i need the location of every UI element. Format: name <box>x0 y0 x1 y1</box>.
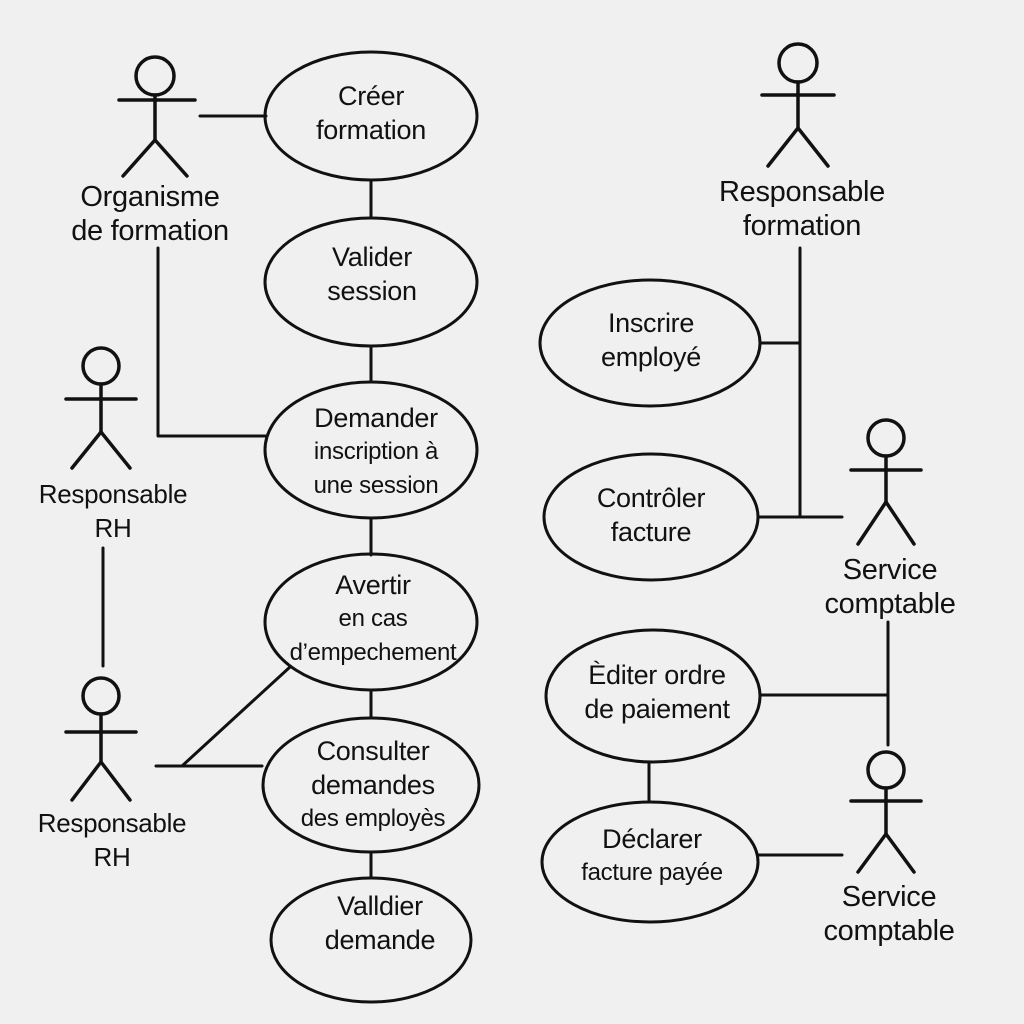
link-rh-bottom-avertir <box>180 665 292 768</box>
use-case-editer-ordre-label: Èditer ordre de paiement <box>584 658 730 726</box>
use-case-demander-inscription-line2: inscription à <box>313 438 439 465</box>
use-case-avertir-line1: Avertir <box>335 570 411 600</box>
actor-rh-top-label-line1: Responsable <box>38 479 188 509</box>
use-case-controler-facture-line2: facture <box>610 517 692 547</box>
link-organisme-demander <box>156 246 268 438</box>
use-case-consulter-demandes-line3: des employès <box>300 805 446 832</box>
use-case-valider-demande-line2: demande <box>324 925 436 955</box>
use-case-creer-formation-line2: formation <box>316 115 426 145</box>
use-case-consulter-demandes-label: Consulter demandes des employès <box>300 734 446 836</box>
use-case-valider-demande-shape[interactable] <box>269 876 473 1004</box>
use-case-demander-inscription-shape[interactable] <box>263 380 479 520</box>
actor-organisme-label-line2: de formation <box>71 215 229 247</box>
use-case-avertir-line2: en cas <box>338 605 408 632</box>
use-case-controler-facture-shape[interactable] <box>542 452 760 582</box>
actor-rh-top-label: Responsable RH <box>38 477 188 545</box>
actor-service-comptable-top-label-line2: comptable <box>824 588 956 620</box>
actor-service-comptable-top-figure[interactable] <box>849 418 923 546</box>
use-case-creer-formation-shape[interactable] <box>263 50 479 182</box>
use-case-editer-ordre-shape[interactable] <box>544 628 762 764</box>
use-case-demander-inscription-line3: une session <box>313 472 439 499</box>
use-case-demander-inscription-line1: Demander <box>314 403 438 433</box>
actor-service-comptable-bottom-label-line1: Service <box>841 881 937 913</box>
actor-rh-bottom-label-line2: RH <box>93 842 131 872</box>
actor-responsable-formation-label-line2: formation <box>742 210 862 242</box>
use-case-consulter-demandes-line2: demandes <box>311 770 435 800</box>
actor-service-comptable-top-label-line1: Service <box>842 554 938 586</box>
use-case-avertir-shape[interactable] <box>263 552 479 692</box>
actor-service-comptable-bottom-label-line2: comptable <box>823 915 955 947</box>
use-case-inscrire-employe-label: Inscrire employé <box>601 306 701 374</box>
use-case-controler-facture-label: Contrôler facture <box>596 481 706 549</box>
use-case-valider-demande-line1: Valldier <box>337 891 423 921</box>
use-case-consulter-demandes-line1: Consulter <box>316 736 430 766</box>
use-case-declarer-facture-shape[interactable] <box>540 800 760 924</box>
use-case-editer-ordre-line1: Èditer ordre <box>588 660 726 690</box>
use-case-declarer-facture-line2: facture payée <box>581 859 723 886</box>
use-case-shapes <box>261 50 762 1004</box>
use-case-inscrire-employe-shape[interactable] <box>538 278 762 408</box>
actor-rh-bottom-figure[interactable] <box>64 676 138 802</box>
use-case-inscrire-employe-line1: Inscrire <box>607 308 695 338</box>
use-case-inscrire-employe-line2: employé <box>601 342 701 372</box>
actor-responsable-formation-figure[interactable] <box>760 42 836 168</box>
use-case-creer-formation-label: Créer formation <box>316 79 426 147</box>
actor-organisme-label: Organisme de formation <box>71 180 229 248</box>
actor-service-comptable-top-label: Service comptable <box>824 553 955 621</box>
use-case-valider-session-line1: Valider <box>332 242 412 272</box>
actor-service-comptable-bottom-label: Service comptable <box>823 880 954 948</box>
use-case-consulter-demandes-shape[interactable] <box>261 716 481 854</box>
use-case-controler-facture-line1: Contrôler <box>596 483 706 513</box>
actor-responsable-formation-label-line1: Responsable <box>719 176 885 208</box>
use-case-valider-session-shape[interactable] <box>263 216 479 348</box>
actor-responsable-formation-label: Responsable formation <box>719 175 885 243</box>
use-case-editer-ordre-line2: de paiement <box>584 694 730 724</box>
use-case-demander-inscription-label: Demander inscription à une session <box>314 401 439 503</box>
use-case-valider-session-line2: session <box>327 276 417 306</box>
use-case-avertir-line3: d’empechement <box>289 639 457 666</box>
actor-organisme-figure[interactable] <box>117 55 197 178</box>
connectors <box>101 114 890 880</box>
actor-rh-top-label-line2: RH <box>94 513 132 543</box>
actor-rh-bottom-label: Responsable RH <box>37 806 187 874</box>
use-case-avertir-label: Avertir en cas d’empechement <box>290 568 457 670</box>
actor-rh-bottom-label-line1: Responsable <box>37 808 187 838</box>
use-case-valider-demande-label: Valldier demande <box>325 889 436 957</box>
use-case-declarer-facture-label: Déclarer facture payée <box>581 822 723 890</box>
use-case-valider-session-label: Valider session <box>327 240 417 308</box>
actor-service-comptable-bottom-figure[interactable] <box>849 750 923 874</box>
use-case-declarer-facture-line1: Déclarer <box>602 824 702 854</box>
use-case-creer-formation-line1: Créer <box>337 81 405 111</box>
actor-figures <box>64 42 923 874</box>
actor-rh-top-figure[interactable] <box>64 346 138 470</box>
actor-organisme-label-line1: Organisme <box>80 181 220 213</box>
